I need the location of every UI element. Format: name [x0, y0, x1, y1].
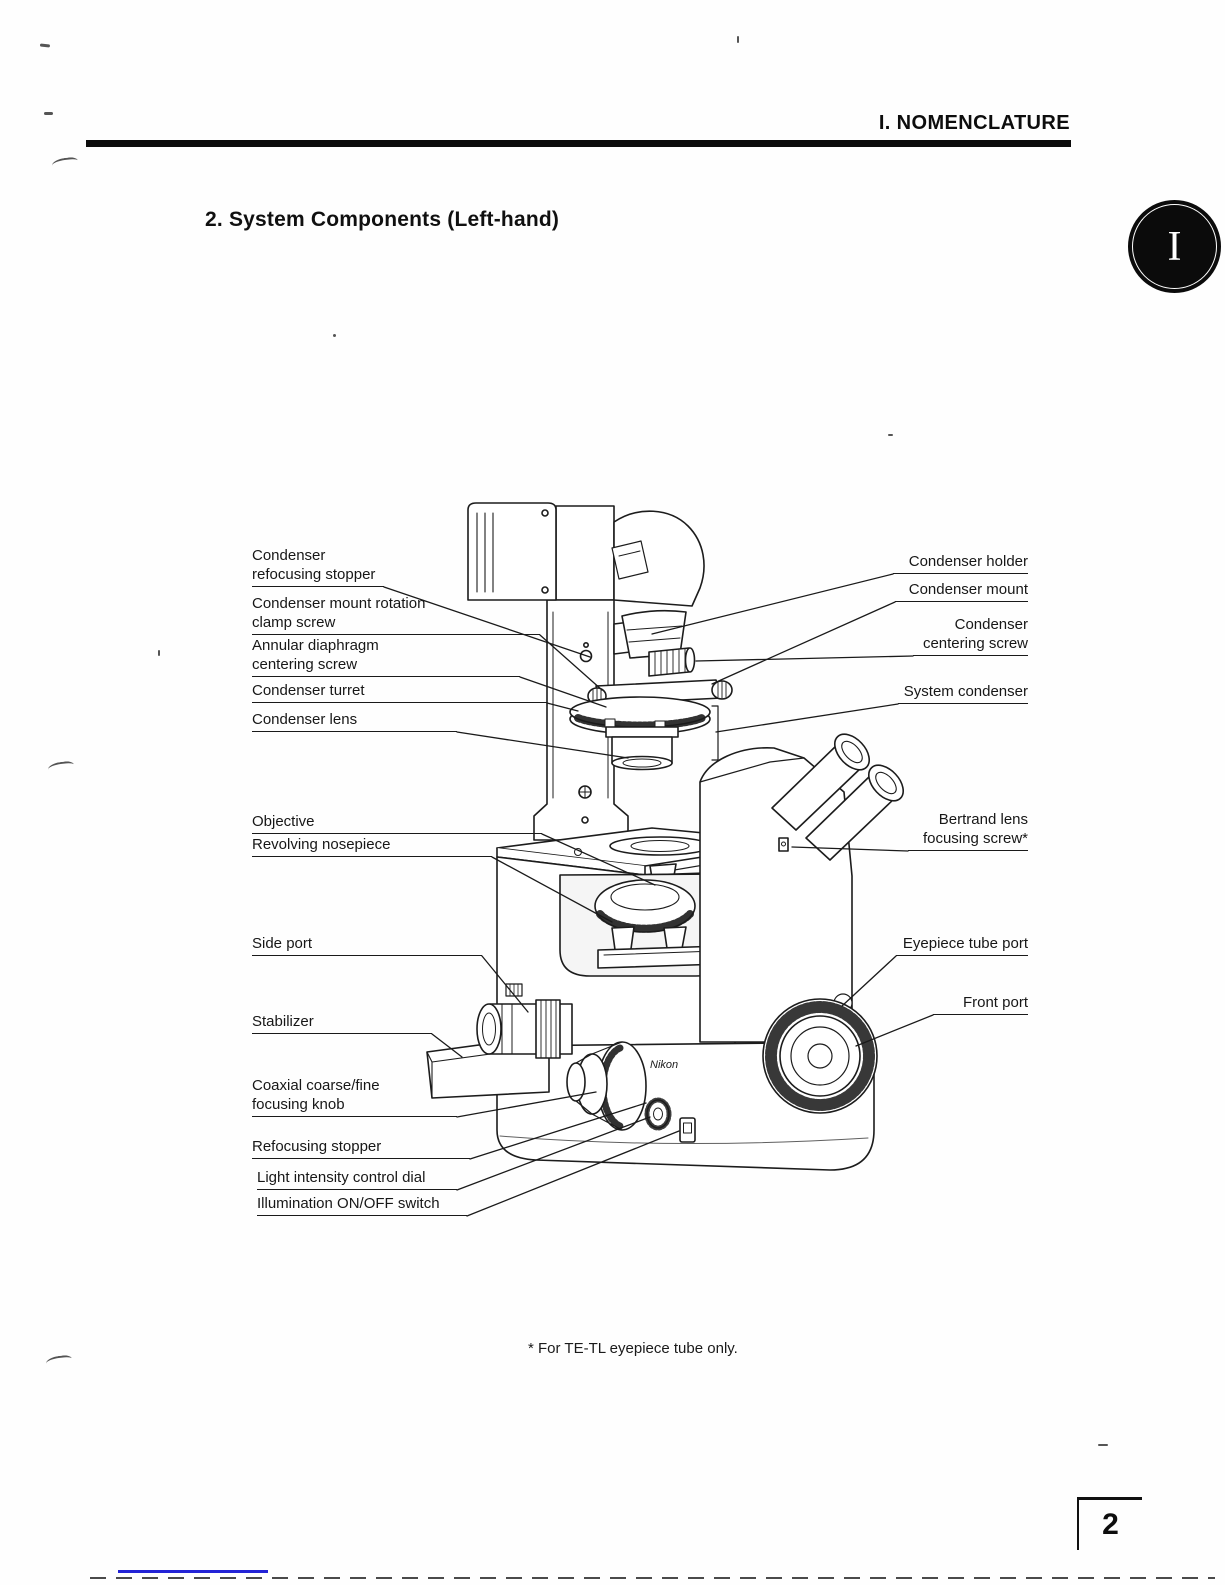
- scan-edge-dashes: [90, 1577, 1215, 1579]
- label-system-condenser: System condenser: [898, 682, 1028, 704]
- scan-artifact: [333, 334, 336, 337]
- bertrand-lens-screw-part: [778, 837, 789, 852]
- label-condenser-lens: Condenser lens: [252, 710, 457, 732]
- label-condenser-holder: Condenser holder: [893, 552, 1028, 574]
- scan-artifact: [44, 112, 53, 115]
- label-front-port: Front port: [933, 993, 1028, 1015]
- scan-artifact: [737, 36, 739, 43]
- label-condenser-mount-rotation-clamp-screw: Condenser mount rotation clamp screw: [252, 594, 540, 635]
- system-condenser-bracket: [711, 705, 719, 761]
- label-condenser-mount: Condenser mount: [895, 580, 1028, 602]
- label-coaxial-focusing-knob: Coaxial coarse/fine focusing knob: [252, 1076, 457, 1117]
- illumination-arm: [613, 510, 705, 607]
- label-light-intensity-control-dial: Light intensity control dial: [257, 1168, 457, 1190]
- lamphouse: [467, 502, 557, 601]
- footnote: * For TE-TL eyepiece tube only.: [528, 1340, 738, 1357]
- section-title: 2. System Components (Left-hand): [205, 208, 560, 231]
- label-annular-diaphragm-centering-screw: Annular diaphragm centering screw: [252, 636, 520, 677]
- label-stabilizer: Stabilizer: [252, 1012, 432, 1034]
- condenser-body: [621, 609, 687, 659]
- scan-underline-blue: [118, 1570, 268, 1573]
- leader-lines: [383, 573, 934, 1217]
- brand-label: Nikon: [650, 1059, 678, 1071]
- label-bertrand-lens-focusing-screw: Bertrand lens focusing screw*: [908, 810, 1028, 851]
- label-illumination-on-off-switch: Illumination ON/OFF switch: [257, 1194, 467, 1216]
- label-eyepiece-tube-port: Eyepiece tube port: [896, 934, 1028, 956]
- scan-artifact: [1098, 1444, 1108, 1446]
- label-objective: Objective: [252, 812, 542, 834]
- chapter-tab-badge: I: [1128, 200, 1221, 293]
- scan-artifact: [158, 650, 160, 656]
- header-rule: [86, 140, 1071, 147]
- label-revolving-nosepiece: Revolving nosepiece: [252, 835, 492, 857]
- label-condenser-centering-screw: Condenser centering screw: [913, 615, 1028, 656]
- pillar: [555, 505, 615, 601]
- page-header: I. NOMENCLATURE: [878, 112, 1070, 134]
- head: [699, 747, 853, 1043]
- label-condenser-refocusing-stopper: Condenser refocusing stopper: [252, 546, 384, 587]
- label-refocusing-stopper: Refocusing stopper: [252, 1137, 470, 1159]
- illumination-switch-part: [679, 1117, 696, 1143]
- page-number: 2: [1102, 1508, 1119, 1541]
- label-condenser-turret: Condenser turret: [252, 681, 547, 703]
- scan-artifact: [888, 434, 893, 436]
- label-side-port: Side port: [252, 934, 482, 956]
- page-number-box: 2: [1077, 1497, 1142, 1550]
